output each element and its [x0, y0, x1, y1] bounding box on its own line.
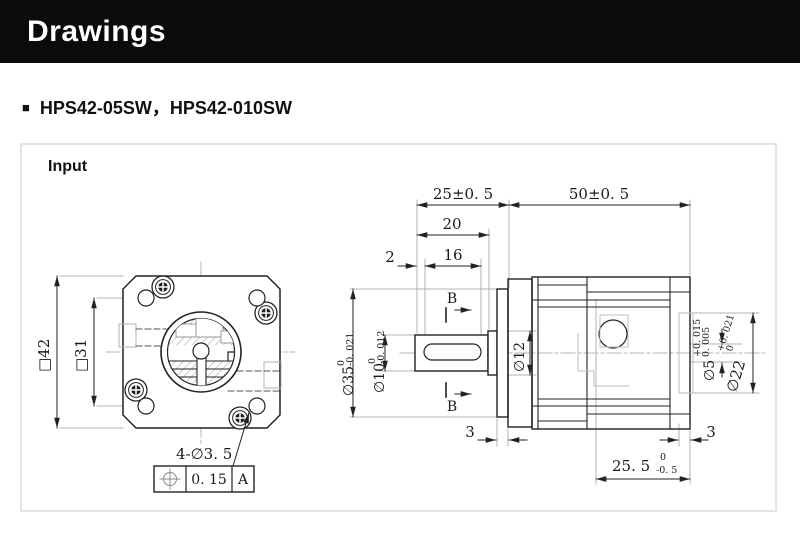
keyway	[423, 343, 482, 361]
dim-label: 3	[465, 423, 475, 441]
mounting-holes	[137, 289, 266, 415]
shaft-collar	[487, 330, 498, 376]
shaft-hole	[192, 342, 210, 360]
dim-tol-lower: 0	[724, 344, 736, 353]
dim-label: ∅35	[341, 366, 357, 396]
screw-icon	[151, 275, 175, 299]
side-view: B B 25±0. 5 50±0. 5 20	[336, 185, 767, 485]
front-view: □42 □31 4-∅3. 5	[35, 261, 296, 493]
dim-16: 16	[424, 246, 482, 269]
dim-255: 25. 5 0 -0. 5	[595, 452, 691, 482]
dim-label: ∅10	[372, 363, 388, 393]
model-subtitle: ■ HPS42-05SW，HPS42-010SW	[22, 94, 292, 120]
header-bar: Drawings	[0, 0, 800, 63]
dim-tol-upper: 0	[336, 360, 347, 366]
position-tolerance-icon	[159, 468, 181, 490]
dim-cap-3: 3	[659, 423, 716, 443]
dim-tol-lower: -0. 021	[345, 333, 356, 366]
dim-square-42: □42	[35, 275, 60, 429]
dim-label: 25. 5	[612, 457, 650, 475]
dim-label: ∅5	[702, 360, 718, 381]
dim-tol-lower: -0. 012	[376, 331, 387, 364]
dim-label: 3	[706, 423, 716, 441]
dim-label: 50±0. 5	[569, 185, 629, 203]
dim-20: 20	[416, 215, 490, 238]
drawing-panel: Input	[20, 143, 777, 512]
section-label-b-top: B	[447, 291, 457, 307]
dim-label: □42	[35, 339, 53, 372]
dim-tol-lower: 0. 005	[701, 327, 712, 357]
screw-icon	[254, 301, 278, 325]
dim-d12: ∅12	[512, 330, 533, 376]
output-shaft	[414, 288, 509, 418]
dim-tol-upper: +0. 015	[692, 319, 703, 357]
tolerance-value: 0. 15	[191, 472, 227, 488]
technical-drawing: □42 □31 4-∅3. 5	[35, 185, 767, 493]
body-hole	[598, 319, 628, 349]
dim-label: 2	[385, 248, 395, 266]
dim-boss-3: 3	[465, 423, 528, 443]
dim-label: 16	[443, 246, 462, 264]
dim-tol-lower: -0. 5	[656, 465, 677, 476]
dim-label: □31	[72, 339, 90, 372]
dim-label: 25±0. 5	[433, 185, 493, 203]
tolerance-frame: 0. 15 A	[153, 465, 255, 493]
hidden-internal-lines	[577, 312, 694, 394]
dim-d35: ∅35 0 -0. 021	[336, 288, 357, 418]
tolerance-datum: A	[237, 472, 249, 488]
dim-tol-upper: 0	[660, 452, 666, 463]
page-title: Drawings	[27, 14, 167, 48]
dim-label: ∅22	[723, 358, 750, 394]
section-label-b-bottom: B	[447, 399, 457, 415]
dim-square-31: □31	[72, 297, 97, 407]
dim-d10: ∅10 0 -0. 012	[367, 331, 388, 393]
gearbox-body	[507, 276, 694, 430]
dim-tol-upper: 0	[367, 358, 378, 364]
dim-50: 50±0. 5	[508, 185, 691, 208]
view-label: Input	[48, 158, 88, 175]
holes-callout: 4-∅3. 5 0. 15 A	[153, 412, 255, 493]
dim-2: 2	[385, 248, 417, 269]
hidden-connector-left	[118, 323, 179, 348]
holes-note: 4-∅3. 5	[176, 445, 232, 463]
dim-label: ∅12	[512, 342, 528, 372]
model-names: HPS42-05SW，HPS42-010SW	[39, 98, 292, 118]
dim-d22: ∅22 +0. 021 0	[715, 312, 756, 394]
dim-label: 20	[442, 215, 461, 233]
pilot-boss	[496, 288, 509, 418]
bullet-square-icon: ■	[22, 99, 30, 115]
dim-25: 25±0. 5	[416, 185, 510, 208]
dim-d5: ∅5 +0. 015 0. 005	[692, 319, 725, 381]
screw-icon	[124, 378, 148, 402]
section-marks: B B	[445, 291, 472, 415]
